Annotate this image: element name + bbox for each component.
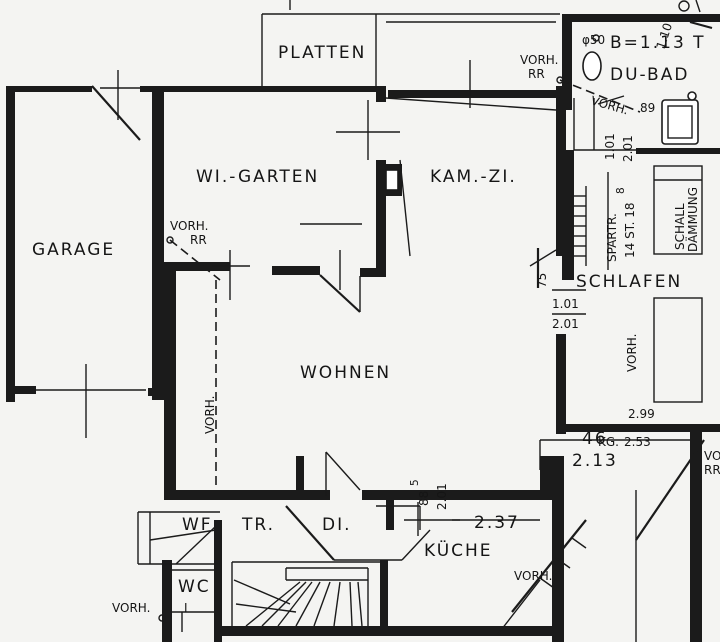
wall-garage-wohnen	[152, 86, 164, 400]
room-labels: PLATTEN GARAGE WI.-GARTEN KAM.-ZI. WOHNE…	[32, 43, 689, 597]
dim-46: 46	[582, 429, 608, 449]
label-treppe: TR.	[241, 515, 275, 535]
dim-201-kueche: 2.01	[435, 483, 449, 510]
note-vorh-bad: VORH.	[589, 93, 630, 117]
label-wohnen: WOHNEN	[300, 363, 391, 383]
wall-living-bedroom-lower	[556, 334, 566, 434]
vorh-marker-left	[166, 236, 174, 244]
wall-above-tr	[220, 490, 330, 500]
dim-299: 2.99	[628, 407, 655, 421]
kitchen-partition	[386, 496, 394, 530]
label-wf: WF	[182, 515, 213, 535]
dim-89: 89	[640, 101, 655, 115]
dimensions: 1.01 2.01 1.01 2.01 89 75 2.13 46 2.99 2…	[409, 21, 675, 533]
dim-237: 2.37	[474, 513, 520, 533]
note-vorh-kueche: VORH.	[514, 569, 552, 583]
note-spartreppe: SPARTR.	[605, 213, 619, 262]
bath-tub	[661, 99, 699, 145]
annotations: VORH. RR VORH. RR VORH. VORH. VORH. VORH…	[112, 33, 720, 615]
note-vorh-left: VORH.	[170, 219, 208, 233]
wall-living-bedroom-upper	[556, 86, 566, 256]
staircase	[231, 561, 382, 628]
wall-above-wf	[164, 490, 220, 500]
note-phi50: φ50	[582, 33, 605, 47]
bath-wall-left	[562, 14, 572, 110]
note-wc-sub: I	[184, 601, 188, 615]
dim-213: 2.13	[572, 451, 618, 471]
label-wintergarten: WI.-GARTEN	[196, 167, 319, 187]
right-edge-wall	[690, 424, 702, 642]
wohnen-wall-left	[164, 262, 176, 500]
bedroom-inner-wall	[562, 150, 574, 280]
bedroom-wall-bottom	[566, 424, 720, 432]
label-wc: WC	[178, 577, 211, 597]
dim-201-bad: 2.01	[621, 135, 635, 162]
kaminzimmer-wall-top	[388, 90, 558, 98]
wall-above-kueche	[362, 490, 558, 500]
label-du-bad: DU-BAD	[610, 65, 689, 85]
wintergarten-wall-bottom-left	[160, 262, 230, 271]
wintergarten-wall-bottom-right	[272, 266, 320, 275]
dim-253: 2.53	[624, 435, 651, 449]
garage-wall-left	[6, 86, 15, 402]
note-rr-right: RR	[704, 463, 720, 477]
note-rr-left: RR	[190, 233, 207, 247]
garage-wall-top	[6, 86, 92, 92]
wintergarten-wall-top	[160, 86, 382, 92]
dim-75: 75	[535, 273, 549, 288]
chimney-flue	[385, 169, 399, 191]
walls	[6, 14, 720, 642]
note-vo-right: VO	[704, 449, 720, 463]
garage-wall-bottom-left	[6, 386, 36, 394]
kaminzimmer-wall-bottom	[360, 268, 386, 277]
attic-ladder	[574, 186, 587, 266]
wall-stub-center	[296, 456, 304, 496]
label-garage: GARAGE	[32, 240, 115, 260]
note-schall: SCHALL	[673, 203, 687, 250]
wall-kitchen-right	[552, 456, 564, 642]
partition-pillar-bottom	[376, 160, 386, 276]
label-schlafen: SCHLAFEN	[576, 272, 682, 292]
dim-101-schlafen: 1.01	[552, 297, 579, 311]
note-vorh-wohnen: VORH.	[203, 396, 217, 434]
dim-88-sup: 5	[409, 479, 421, 486]
note-daemmung: DÄMMUNG	[685, 187, 700, 252]
bath-wall-top	[562, 14, 720, 22]
stair-wall-right	[380, 560, 388, 632]
garage-wall-bottom-right	[148, 388, 166, 396]
note-rr-top: RR	[528, 67, 545, 81]
note-spartreppe-steps: 14 ST. 18	[623, 202, 637, 258]
partition-pillar-top	[376, 86, 386, 102]
wc-wall-left	[162, 560, 172, 642]
bath-drain	[687, 91, 697, 101]
note-kg: KG.	[598, 435, 619, 449]
note-vorh-top: VORH.	[520, 53, 558, 67]
label-platten: PLATTEN	[278, 43, 366, 63]
note-bath-dims: B=1.13 T	[610, 33, 706, 53]
bath-wall-bottom	[636, 148, 720, 154]
note-vorh-schlafen: VORH.	[625, 334, 639, 372]
label-diele: DI.	[322, 515, 352, 535]
label-kueche: KÜCHE	[424, 539, 493, 561]
label-kaminzimmer: KAM.-ZI.	[430, 167, 517, 187]
dim-101-bad: 1.01	[603, 133, 617, 160]
vorh-marker-wc	[158, 614, 166, 622]
dim-88: 88	[417, 491, 431, 506]
vorh-marker-top	[556, 76, 564, 84]
dim-201-schlafen: 2.01	[552, 317, 579, 331]
bath-toilet	[582, 51, 602, 81]
note-spartreppe-sup: 8	[615, 187, 627, 194]
note-vorh-wc: VORH.	[112, 601, 150, 615]
wc-wall-right	[214, 520, 222, 642]
details	[34, 0, 713, 642]
